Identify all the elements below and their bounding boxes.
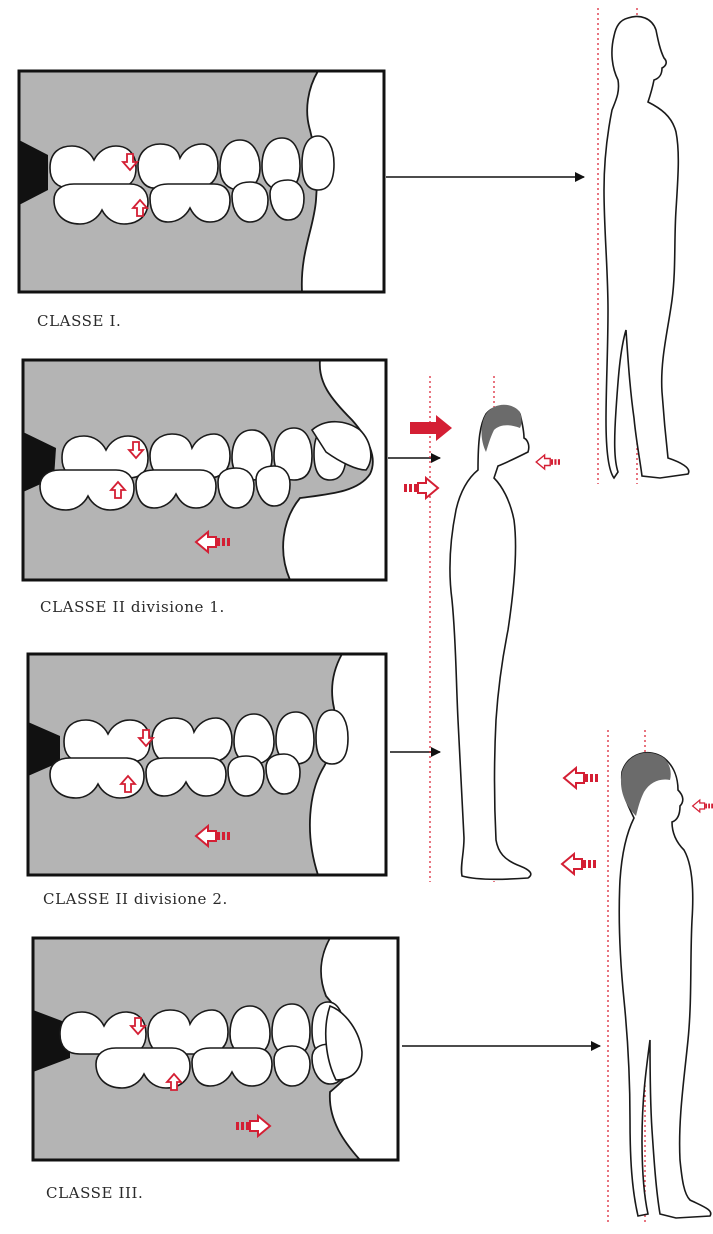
panel-classe-2-div-1 xyxy=(23,360,440,580)
caption-classe-3: CLASSE III. xyxy=(46,1184,143,1202)
posture-figure-classe-1 xyxy=(598,8,689,484)
panel-classe-3 xyxy=(33,938,600,1160)
caption-classe-1: CLASSE I. xyxy=(37,312,121,330)
panel-classe-1 xyxy=(19,71,584,292)
caption-classe-2-div-2: CLASSE II divisione 2. xyxy=(43,890,228,908)
posture-figure-classe-2-div-1 xyxy=(404,376,560,882)
panel-classe-2-div-2 xyxy=(28,654,440,875)
caption-classe-2-div-1: CLASSE II divisione 1. xyxy=(40,598,225,616)
posture-figure-classe-3 xyxy=(562,730,713,1222)
